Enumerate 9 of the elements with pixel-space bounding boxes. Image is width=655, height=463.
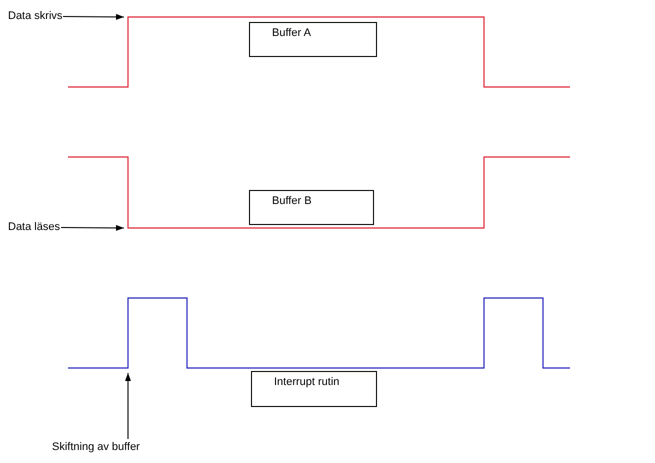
- arrow: [125, 372, 131, 440]
- signal-label: Data skrivs: [8, 10, 62, 23]
- buffer-box: Buffer A: [249, 22, 377, 57]
- buffer-box: Buffer B: [249, 190, 374, 225]
- arrow: [62, 14, 124, 20]
- arrow: [60, 224, 124, 231]
- event-label: Skiftning av buffer: [52, 441, 140, 454]
- signal-label: Data läses: [8, 221, 60, 234]
- routine-box: Interrupt rutin: [251, 371, 377, 407]
